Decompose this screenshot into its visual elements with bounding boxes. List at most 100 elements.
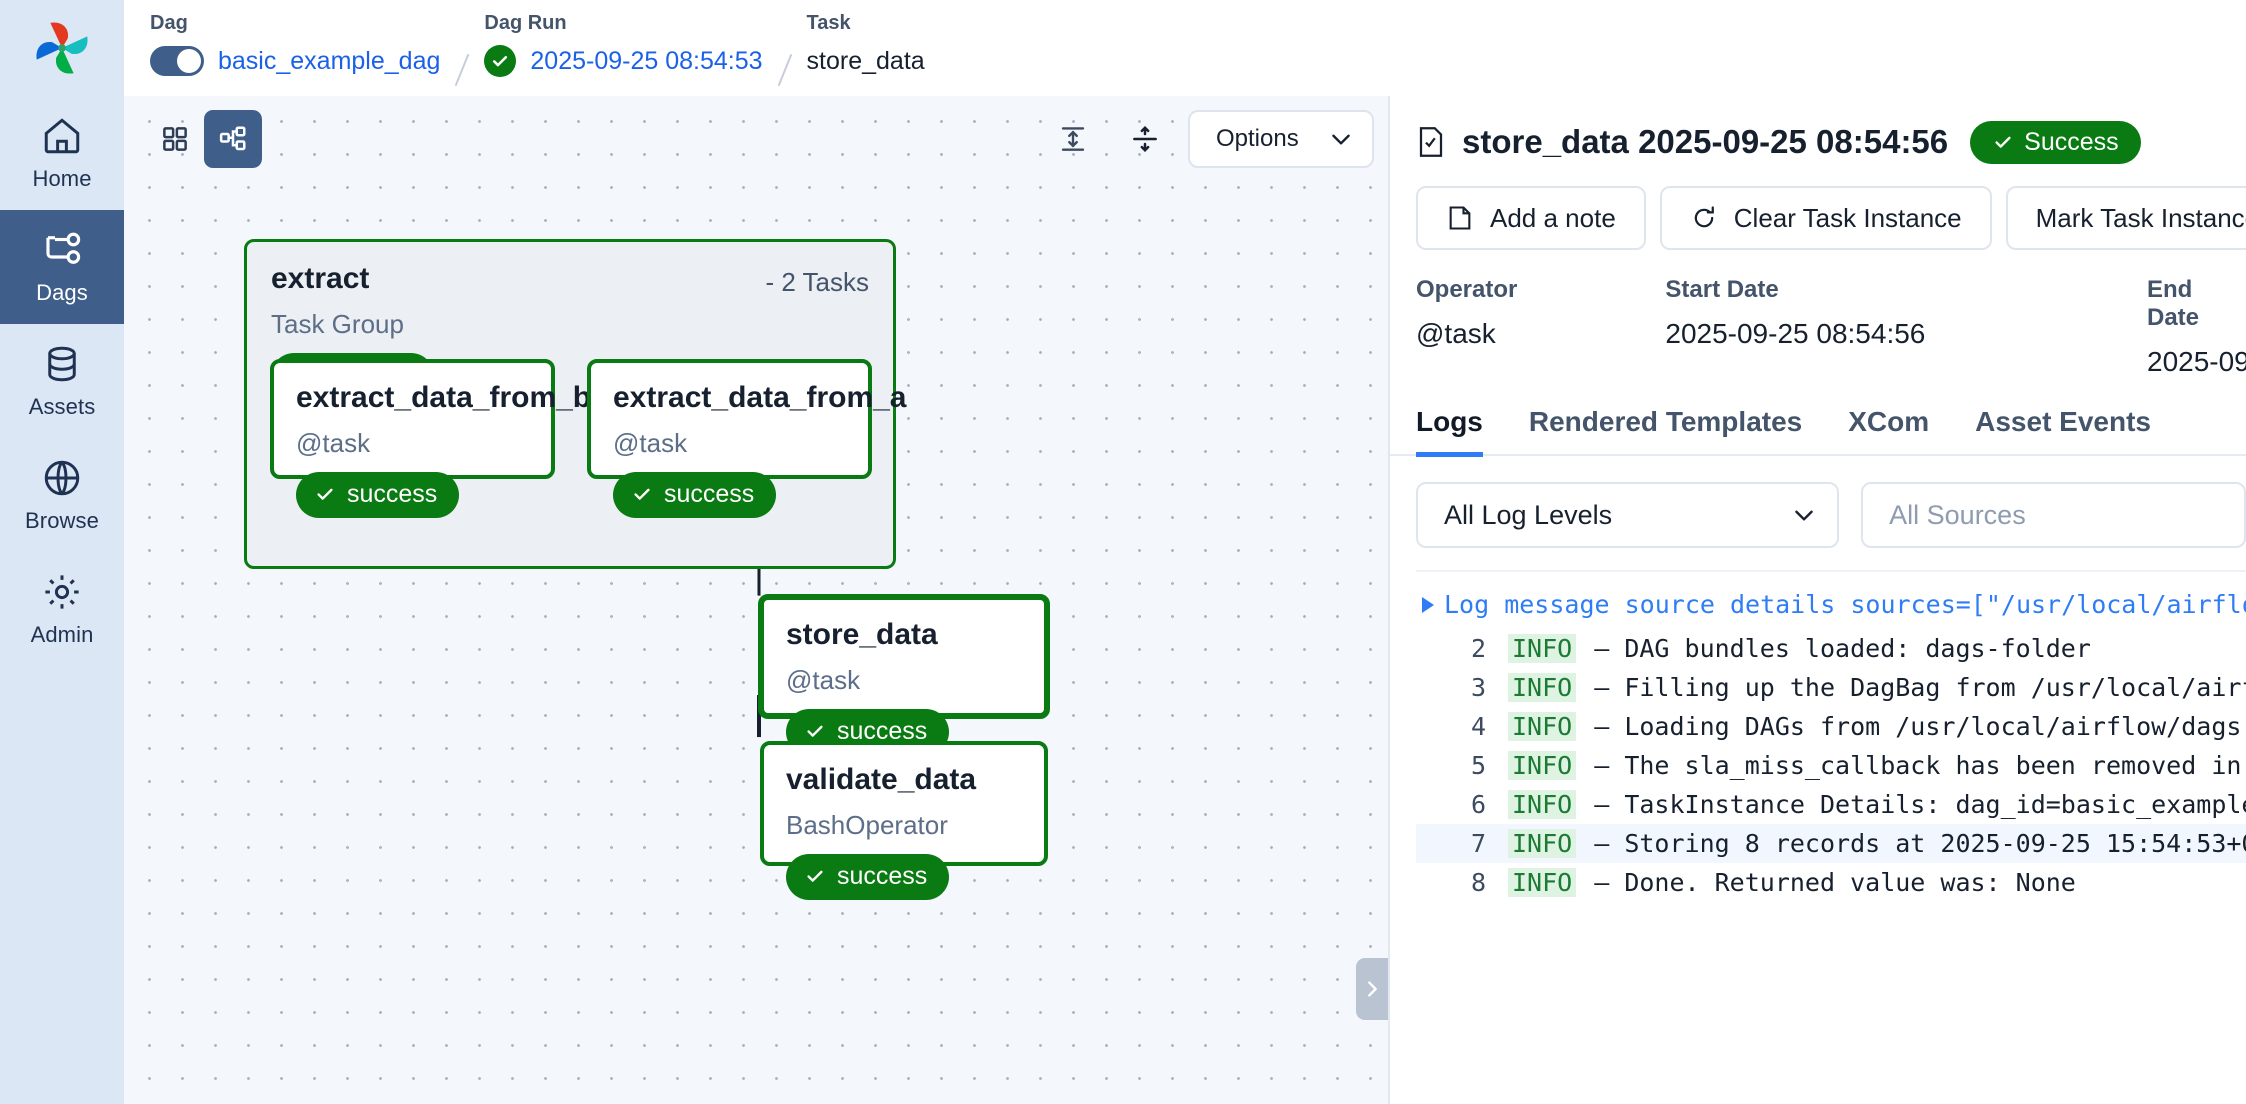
meta-value: 2025-09 xyxy=(2147,346,2246,377)
log-level-select[interactable]: All Log Levels xyxy=(1416,482,1840,548)
sidebar-item-browse[interactable]: Browse xyxy=(0,438,124,552)
log-line-number: 3 xyxy=(1470,673,1486,702)
log-line: 6 INFO – TaskInstance Details: dag_id=ba… xyxy=(1416,785,2246,824)
task-node-title: extract_data_from_a xyxy=(613,381,907,414)
check-icon xyxy=(317,488,333,500)
log-line: 7 INFO – Storing 8 records at 2025-09-25… xyxy=(1416,824,2246,863)
body-split: Options xyxy=(124,96,2246,1104)
sidebar-item-home[interactable]: Home xyxy=(0,96,124,210)
task-node-subtitle: BashOperator xyxy=(786,809,948,840)
options-label: Options xyxy=(1216,125,1299,152)
status-badge-label: success xyxy=(347,479,438,508)
log-line: 3 INFO – Filling up the DagBag from /usr… xyxy=(1416,668,2246,707)
graph-toolbar: Options xyxy=(146,110,1374,168)
tab-xcom[interactable]: XCom xyxy=(1848,406,1930,437)
sidebar: Home Dags Assets xyxy=(0,0,124,1104)
details-meta: Operator @task Start Date 2025-09-25 08:… xyxy=(1390,250,2246,378)
sidebar-item-admin[interactable]: Admin xyxy=(0,552,124,666)
fit-vertical-button[interactable] xyxy=(1044,110,1102,168)
chevron-down-icon xyxy=(1332,134,1350,145)
log-filters: All Log Levels All Sources xyxy=(1390,456,2246,548)
meta-label: Start Date xyxy=(1665,276,1779,303)
task-node-title: store_data xyxy=(786,618,938,651)
log-output[interactable]: Log message source details sources=["/us… xyxy=(1416,570,2246,1104)
center-align-button[interactable] xyxy=(1116,110,1174,168)
meta-value: 2025-09-25 08:54:56 xyxy=(1665,318,1926,349)
globe-icon xyxy=(44,460,80,495)
task-group-title: extract xyxy=(271,262,370,295)
log-line-number: 6 xyxy=(1470,790,1486,819)
status-badge-label: success xyxy=(664,479,755,508)
dagrun-success-icon xyxy=(484,45,517,77)
status-badge-label: Success xyxy=(2024,127,2119,156)
breadcrumb-dagrun: Dag Run 2025-09-25 08:54:53 xyxy=(484,12,763,81)
mark-task-instance-button[interactable]: Mark Task Instance xyxy=(2005,186,2246,250)
meta-operator: Operator @task xyxy=(1416,276,1665,378)
pinwheel-icon xyxy=(36,22,88,74)
log-source-details-text: Log message source details sources=["/us… xyxy=(1444,590,2246,619)
options-button[interactable]: Options xyxy=(1188,110,1374,168)
gear-icon xyxy=(45,574,79,609)
meta-label: End Date xyxy=(2147,276,2200,331)
log-sources-select[interactable]: All Sources xyxy=(1861,482,2246,548)
graph-toolbar-right: Options xyxy=(1044,110,1374,168)
task-node-store-data[interactable]: store_data @task success xyxy=(758,594,1050,755)
tab-rendered-templates[interactable]: Rendered Templates xyxy=(1528,406,1803,437)
panel-collapse-handle[interactable] xyxy=(1356,958,1388,1020)
breadcrumb-dag: Dag basic_example_dag xyxy=(150,12,440,81)
grid-view-icon xyxy=(163,127,187,151)
log-level-value: All Log Levels xyxy=(1444,499,1613,530)
task-node-validate-data[interactable]: validate_data BashOperator success xyxy=(760,741,1048,900)
sidebar-item-dags[interactable]: Dags xyxy=(0,210,124,324)
breadcrumb-dag-link[interactable]: basic_example_dag xyxy=(218,46,441,75)
task-details-pane: store_data 2025-09-25 08:54:56 Success A… xyxy=(1390,96,2246,1104)
breadcrumb-dagrun-link[interactable]: 2025-09-25 08:54:53 xyxy=(530,46,763,75)
log-message: – Filling up the DagBag from /usr/local/… xyxy=(1594,673,2246,702)
check-icon xyxy=(634,488,650,500)
log-level-tag: INFO xyxy=(1508,634,1577,663)
check-icon xyxy=(1995,136,2011,148)
breadcrumb-dag-label: Dag xyxy=(150,12,188,34)
sidebar-item-assets[interactable]: Assets xyxy=(0,324,124,438)
graph-canvas[interactable]: extract Task Group success - 2 Tasks xyxy=(124,96,1388,1104)
log-sources-placeholder: All Sources xyxy=(1889,499,2026,530)
dag-pause-toggle[interactable] xyxy=(150,46,204,76)
sidebar-item-label: Dags xyxy=(36,279,88,305)
airflow-pinwheel-logo[interactable] xyxy=(0,0,124,96)
task-node-extract-data-from-b[interactable]: extract_data_from_b @task success xyxy=(270,359,592,518)
log-level-tag: INFO xyxy=(1508,790,1577,819)
log-line-number: 7 xyxy=(1470,829,1486,858)
log-message: – DAG bundles loaded: dags-folder xyxy=(1594,634,2091,663)
log-level-tag: INFO xyxy=(1508,751,1577,780)
graph-view-button[interactable] xyxy=(204,110,262,168)
status-badge-label: success xyxy=(837,716,928,745)
breadcrumb-dagrun-label: Dag Run xyxy=(484,12,567,34)
main-region: Dag basic_example_dag Dag Run 2025-09-25… xyxy=(124,0,2246,1104)
sidebar-item-label: Home xyxy=(32,165,92,191)
clear-task-instance-label: Clear Task Instance xyxy=(1733,202,1962,233)
check-icon xyxy=(807,725,823,737)
breadcrumb: Dag basic_example_dag Dag Run 2025-09-25… xyxy=(124,0,2246,96)
log-level-tag: INFO xyxy=(1508,712,1577,741)
check-icon xyxy=(807,870,823,882)
status-badge: success xyxy=(786,853,950,900)
view-toggle-group xyxy=(146,110,262,168)
tab-asset-events[interactable]: Asset Events xyxy=(1975,406,2152,437)
log-source-details-row[interactable]: Log message source details sources=["/us… xyxy=(1416,572,2246,629)
add-note-button[interactable]: Add a note xyxy=(1416,186,1646,250)
home-icon xyxy=(44,117,80,153)
grid-view-button[interactable] xyxy=(146,110,204,168)
chevron-down-icon xyxy=(1795,510,1813,521)
task-node-title: extract_data_from_b xyxy=(296,381,592,414)
page-title: store_data 2025-09-25 08:54:56 xyxy=(1462,123,1949,160)
task-node-extract-data-from-a[interactable]: extract_data_from_a @task success xyxy=(587,359,907,518)
log-message: – The sla_miss_callback has been removed… xyxy=(1594,751,2246,780)
task-group-count: - 2 Tasks xyxy=(765,267,869,297)
status-badge: success xyxy=(613,471,777,518)
log-line: 5 INFO – The sla_miss_callback has been … xyxy=(1416,746,2246,785)
log-message: – TaskInstance Details: dag_id=basic_exa… xyxy=(1594,790,2246,819)
log-line-number: 5 xyxy=(1470,751,1486,780)
clear-task-instance-button[interactable]: Clear Task Instance xyxy=(1659,186,1992,250)
tab-logs[interactable]: Logs xyxy=(1416,406,1483,457)
log-level-tag: INFO xyxy=(1508,829,1577,858)
